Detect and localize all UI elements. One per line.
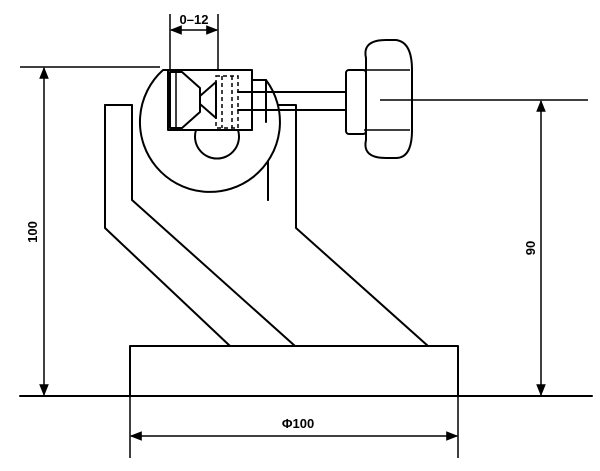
spindle-shaft xyxy=(237,91,349,111)
frame-left-leg xyxy=(104,104,296,347)
knob xyxy=(364,39,413,159)
height-90-label: 90 xyxy=(523,241,538,255)
left-anvil xyxy=(169,71,201,129)
height-100-label: 100 xyxy=(25,221,40,243)
base-block xyxy=(129,345,459,397)
knob-hub xyxy=(345,69,367,135)
spindle-hidden xyxy=(215,75,239,129)
diameter-label: Φ100 xyxy=(282,416,314,431)
range-label: 0–12 xyxy=(180,12,209,27)
stand-head xyxy=(139,69,281,193)
